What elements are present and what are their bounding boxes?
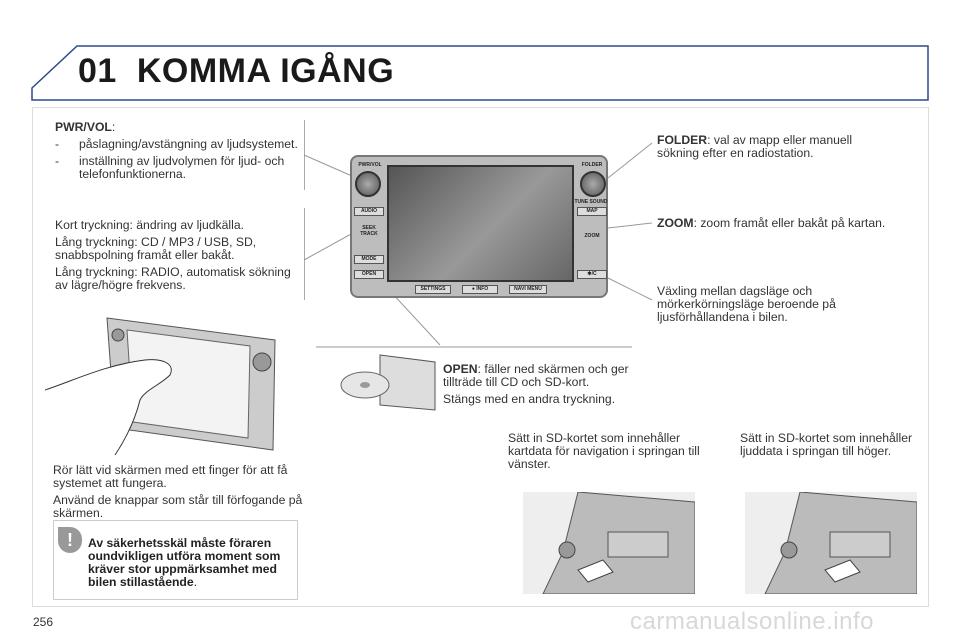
header-frame bbox=[31, 45, 929, 101]
content-frame bbox=[32, 107, 929, 607]
warning-exclamation-icon: ! bbox=[58, 527, 82, 553]
audio-button: AUDIO bbox=[354, 207, 384, 216]
open-text: : fäller ned skärmen och ger tillträde t… bbox=[443, 362, 629, 389]
warning-text: Av säkerhetsskäl måste föraren oundvikli… bbox=[88, 537, 293, 589]
folder-knob bbox=[580, 171, 606, 197]
audio-line: Kort tryckning: ändring av ljudkälla. bbox=[55, 218, 245, 232]
mode-button: MODE bbox=[354, 255, 384, 264]
folder-description: FOLDER: val av mapp eller manuell söknin… bbox=[657, 134, 887, 160]
tune-sound-label: TUNE SOUND bbox=[574, 199, 608, 205]
audio-line: Lång tryckning: CD / MP3 / USB, SD, snab… bbox=[55, 235, 257, 262]
navi-menu-button: NAVI MENU bbox=[509, 285, 547, 294]
cd-sd-slot-illustration bbox=[340, 354, 436, 411]
open-label: OPEN bbox=[443, 362, 478, 376]
touch-description: Rör lätt vid skärmen med ett finger för … bbox=[53, 464, 303, 524]
zoom-button: ZOOM bbox=[584, 233, 600, 239]
open-button: OPEN bbox=[354, 270, 384, 279]
audio-line: Lång tryckning: RADIO, automatisk söknin… bbox=[55, 265, 291, 292]
touch-line: Använd de knappar som står till förfogan… bbox=[53, 493, 303, 520]
seek-track-button: SEEK TRACK bbox=[360, 225, 378, 237]
sd-map-description: Sätt in SD-kortet som innehåller kartdat… bbox=[508, 431, 700, 471]
watermark: carmanualsonline.info bbox=[630, 608, 874, 635]
day-night-button: ✱/C bbox=[577, 270, 607, 279]
pwr-vol-knob bbox=[355, 171, 381, 197]
divider bbox=[304, 208, 305, 300]
open-text2: Stängs med en andra tryckning. bbox=[443, 392, 616, 406]
sd-audio-slot-illustration bbox=[745, 492, 917, 594]
head-unit-illustration: PWR/VOL AUDIO SEEK TRACK MODE OPEN FOLDE… bbox=[350, 155, 608, 298]
folder-knob-label: FOLDER bbox=[581, 162, 603, 168]
page-number: 256 bbox=[33, 615, 54, 629]
chapter-number: 01 bbox=[78, 52, 117, 90]
pwr-item: inställning av ljudvolymen för ljud- och… bbox=[79, 154, 285, 181]
zoom-text: : zoom framåt eller bakåt på kartan. bbox=[693, 216, 886, 230]
info-button: ● INFO bbox=[462, 285, 498, 294]
audio-description: Kort tryckning: ändring av ljudkälla. Lå… bbox=[55, 219, 295, 296]
pwr-vol-knob-label: PWR/VOL bbox=[358, 162, 382, 168]
sd-map-slot-illustration bbox=[523, 492, 695, 594]
map-button: MAP bbox=[577, 207, 607, 216]
screen bbox=[387, 165, 574, 282]
pwr-label: PWR/VOL bbox=[55, 120, 112, 134]
touch-line: Rör lätt vid skärmen med ett finger för … bbox=[53, 463, 288, 490]
settings-button: SETTINGS bbox=[415, 285, 451, 294]
folder-text: : val av mapp eller manuell sökning efte… bbox=[657, 133, 853, 160]
open-description: OPEN: fäller ned skärmen och ger tillträ… bbox=[443, 363, 633, 410]
safety-warning-box: ! Av säkerhetsskäl måste föraren oundvik… bbox=[53, 520, 298, 600]
pwr-vol-description: PWR/VOL: -påslagning/avstängning av ljud… bbox=[55, 121, 300, 181]
warning-main: Av säkerhetsskäl måste föraren oundvikli… bbox=[88, 536, 281, 589]
zoom-description: ZOOM: zoom framåt eller bakåt på kartan. bbox=[657, 217, 917, 230]
page-title: 01 KOMMA IGÅNG bbox=[78, 52, 394, 91]
touchscreen-hand-illustration bbox=[45, 317, 276, 456]
zoom-label: ZOOM bbox=[657, 216, 694, 230]
day-night-description: Växling mellan dagsläge och mörkerkörnin… bbox=[657, 284, 836, 324]
chapter-title: KOMMA IGÅNG bbox=[136, 52, 395, 90]
warning-end: . bbox=[193, 575, 198, 589]
sd-audio-description: Sätt in SD-kortet som innehåller ljuddat… bbox=[740, 431, 913, 458]
pwr-item: påslagning/avstängning av ljudsystemet. bbox=[79, 137, 298, 151]
folder-label: FOLDER bbox=[657, 133, 708, 147]
